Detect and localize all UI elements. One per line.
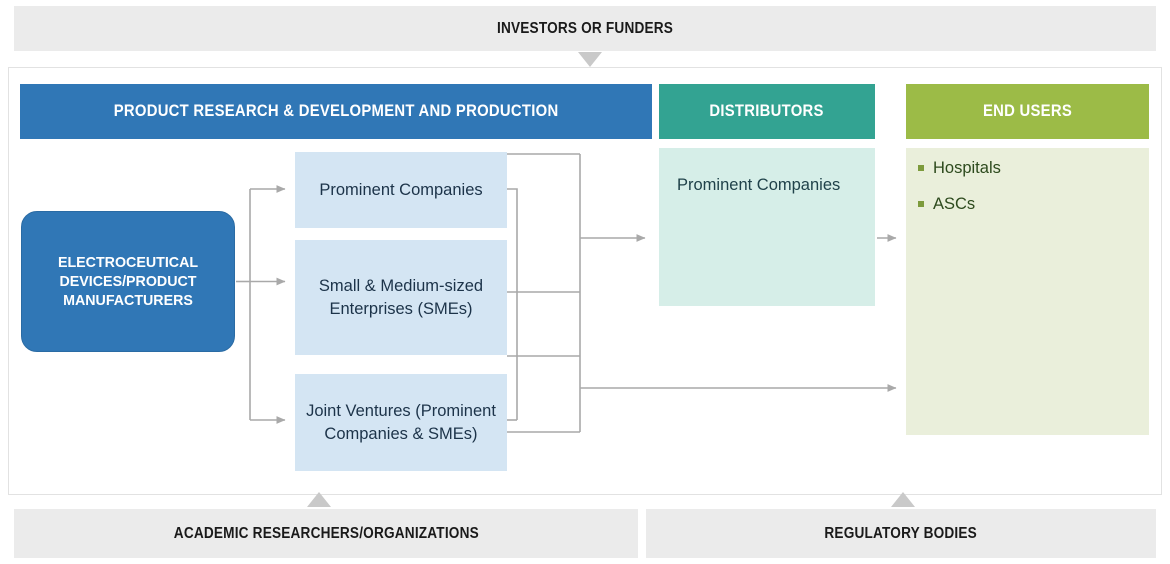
- distributors-company-label: Prominent Companies: [677, 176, 841, 194]
- triangle-down-icon: [578, 52, 602, 67]
- list-item: Hospitals: [918, 158, 1118, 178]
- end-users-list: Hospitals ASCs: [918, 158, 1118, 230]
- list-item: ASCs: [918, 194, 1118, 214]
- rd-box-smes: Small & Medium-sized Enterprises (SMEs): [295, 240, 507, 355]
- column-header-distributors: DISTRIBUTORS: [659, 84, 875, 139]
- rd-box-joint-ventures: Joint Ventures (Prominent Companies & SM…: [295, 374, 507, 471]
- band-regulatory-label: REGULATORY BODIES: [824, 524, 978, 542]
- band-regulatory-bodies: REGULATORY BODIES: [646, 509, 1156, 558]
- band-investors-or-funders: INVESTORS OR FUNDERS: [14, 6, 1156, 51]
- bullet-square-icon: [918, 201, 924, 207]
- column-header-end-users: END USERS: [906, 84, 1149, 139]
- manufacturers-box: ELECTROCEUTICAL DEVICES/PRODUCT MANUFACT…: [21, 211, 235, 352]
- end-users-panel: [906, 148, 1149, 435]
- distributors-panel: Prominent Companies: [659, 148, 875, 306]
- manufacturers-label: ELECTROCEUTICAL DEVICES/PRODUCT MANUFACT…: [57, 254, 199, 309]
- end-user-label: ASCs: [933, 195, 976, 213]
- rd-box-label: Small & Medium-sized Enterprises (SMEs): [318, 276, 484, 318]
- column-header-distributors-label: DISTRIBUTORS: [709, 102, 825, 120]
- end-user-label: Hospitals: [933, 159, 1001, 177]
- band-academic-researchers: ACADEMIC RESEARCHERS/ORGANIZATIONS: [14, 509, 638, 558]
- column-header-end-users-label: END USERS: [982, 102, 1073, 120]
- rd-box-label: Prominent Companies: [319, 180, 483, 199]
- rd-box-label: Joint Ventures (Prominent Companies & SM…: [306, 401, 496, 443]
- band-investors-label: INVESTORS OR FUNDERS: [496, 19, 674, 37]
- column-header-rd: PRODUCT RESEARCH & DEVELOPMENT AND PRODU…: [20, 84, 652, 139]
- band-academic-label: ACADEMIC RESEARCHERS/ORGANIZATIONS: [173, 524, 479, 542]
- column-header-rd-label: PRODUCT RESEARCH & DEVELOPMENT AND PRODU…: [113, 102, 559, 120]
- bullet-square-icon: [918, 165, 924, 171]
- rd-box-prominent-companies: Prominent Companies: [295, 152, 507, 228]
